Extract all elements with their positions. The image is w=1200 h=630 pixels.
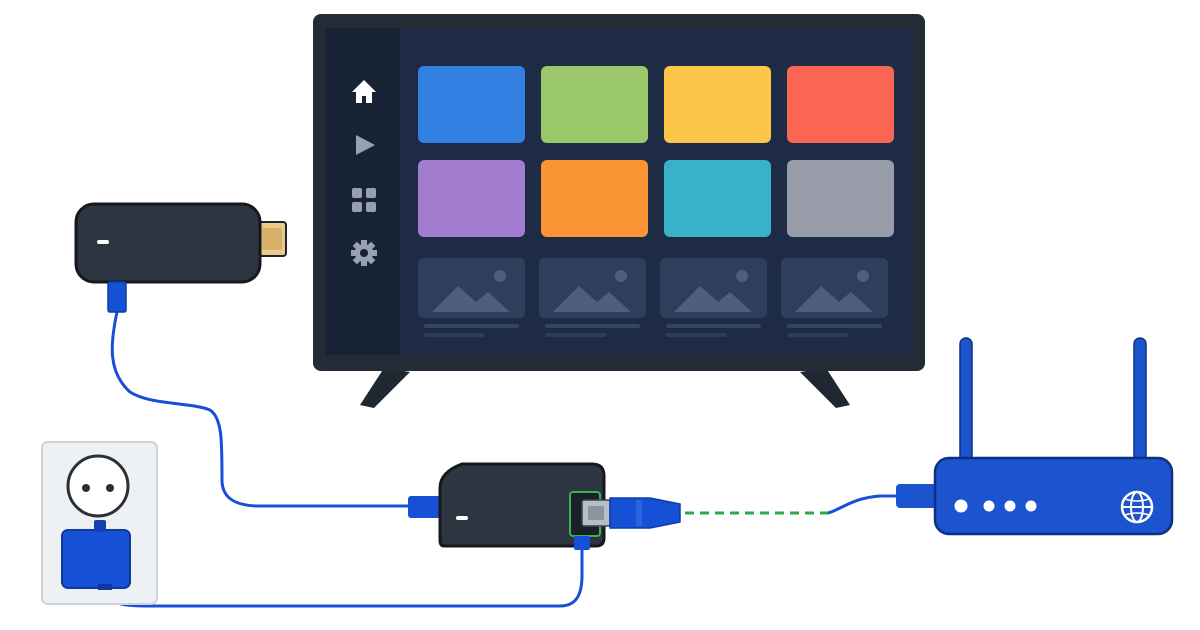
globe-latitudes: [1124, 498, 1150, 516]
sun-dot: [494, 270, 506, 282]
play-icon: [356, 135, 375, 155]
usb-plug-stick: [107, 281, 127, 313]
tile-red: [787, 66, 894, 143]
tile-gray: [787, 160, 894, 237]
mountain-image-icon: [795, 286, 873, 312]
wall-outlet: [41, 441, 158, 605]
tile-green: [541, 66, 648, 143]
tile-teal: [664, 160, 771, 237]
outlet-socket: [66, 454, 130, 518]
wifi-router: [896, 337, 1174, 536]
television: [313, 14, 925, 408]
router-status-light-4: [1025, 500, 1037, 512]
sun-dot: [736, 270, 748, 282]
apps-square-4: [366, 202, 376, 212]
media-thumbnail: [418, 258, 525, 337]
thumbnail-caption-line-short: [545, 333, 606, 337]
usb-plug-adapter-left: [408, 496, 442, 518]
gear-tooth-5: [351, 250, 357, 256]
media-thumbnail: [781, 258, 888, 337]
thumbnail-caption-line: [424, 324, 519, 328]
thumbnail-caption-line: [545, 324, 640, 328]
streaming-stick-body: [74, 202, 262, 284]
router-status-light-3: [1004, 500, 1016, 512]
media-thumbnail: [539, 258, 646, 337]
apps-icon: [352, 188, 376, 212]
ethernet-cable-router-end: [826, 494, 902, 515]
boot-ridge: [636, 500, 642, 526]
power-adapter-cable-boot: [98, 584, 112, 590]
router-status-light-1: [954, 499, 968, 513]
ethernet-adapter-body: [438, 462, 606, 548]
hdmi-plug-inner: [262, 228, 282, 250]
tile-orange: [541, 160, 648, 237]
usb-cable-power-to-adapter: [104, 546, 584, 608]
antenna-right: [1133, 337, 1147, 465]
status-led: [97, 240, 109, 244]
mountain-image-icon: [553, 286, 631, 312]
adapter-led: [456, 516, 468, 520]
tv-sidebar: [326, 28, 400, 355]
apps-square-2: [366, 188, 376, 198]
thumbnail-caption-line: [787, 324, 882, 328]
socket-hole-left: [82, 484, 90, 492]
tv-stand-right: [800, 368, 850, 408]
play-shape: [356, 135, 375, 155]
rj45-plug-boot: [609, 497, 681, 529]
tile-purple: [418, 160, 525, 237]
usb-plug-adapter-bottom: [574, 536, 590, 550]
thumbnail-caption-line: [666, 324, 761, 328]
power-adapter-body: [61, 529, 131, 589]
mountain-image-icon: [674, 286, 752, 312]
gear-icon: [351, 240, 377, 266]
sun-dot: [857, 270, 869, 282]
thumbnail-caption-line-short: [666, 333, 727, 337]
apps-square-3: [352, 202, 362, 212]
sun-dot: [615, 270, 627, 282]
mountain-image-icon: [432, 286, 510, 312]
streaming-stick: [74, 202, 287, 313]
tile-yellow: [664, 66, 771, 143]
home-shape: [352, 80, 376, 103]
gear-hole: [360, 249, 368, 257]
gear-tooth-1: [371, 250, 377, 256]
globe-icon: [1120, 490, 1154, 524]
thumbnail-caption-line-short: [424, 333, 485, 337]
socket-hole-right: [106, 484, 114, 492]
apps-square-1: [352, 188, 362, 198]
thumbnail-caption-line-short: [787, 333, 848, 337]
media-thumbnail: [660, 258, 767, 337]
tile-blue: [418, 66, 525, 143]
router-status-light-2: [983, 500, 995, 512]
home-icon: [352, 80, 376, 103]
power-adapter-prong-base: [94, 520, 106, 532]
antenna-left: [959, 337, 973, 465]
router-ethernet-plug: [896, 484, 942, 508]
usb-cable-stick-to-adapter: [110, 310, 412, 508]
router-body: [933, 456, 1174, 536]
ethernet-adapter: [408, 462, 681, 550]
tv-stand-left: [360, 368, 410, 408]
rj45-contacts: [588, 506, 604, 520]
